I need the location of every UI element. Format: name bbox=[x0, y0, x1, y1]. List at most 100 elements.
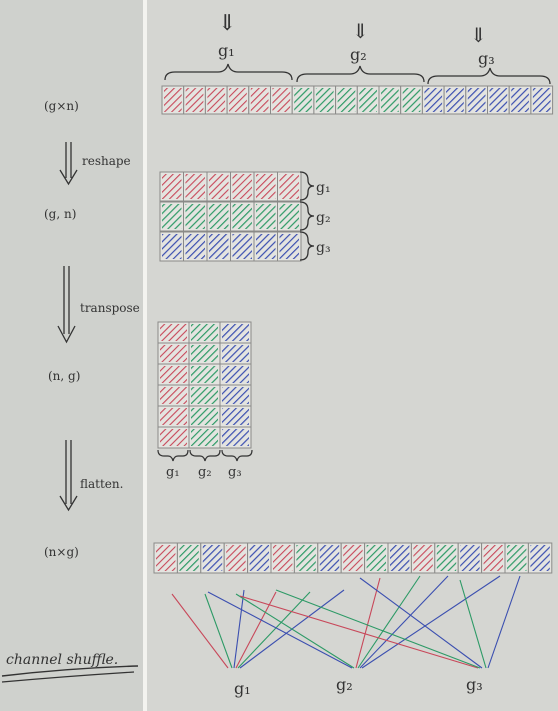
shape-gxn: (g×n) bbox=[44, 99, 79, 113]
arrow-g2: ⇓ bbox=[352, 19, 369, 43]
cell-ng-4-0-hatch bbox=[160, 408, 187, 425]
cell-ng-3-1-hatch bbox=[191, 387, 218, 404]
cell-ng-3-2-hatch bbox=[222, 387, 249, 404]
cell-ng-2-2-hatch bbox=[222, 366, 249, 383]
cell-gn-0-4-hatch bbox=[256, 174, 276, 199]
arrow-flatten bbox=[59, 440, 78, 512]
cell-gxn-8-hatch bbox=[337, 88, 356, 112]
cell-gxn-0-hatch bbox=[164, 88, 182, 112]
cell-gxn-5-hatch bbox=[272, 88, 291, 112]
bottom-label-g2: g₂ bbox=[336, 675, 353, 694]
cell-ng-2-0-hatch bbox=[160, 366, 187, 383]
caption-channel-shuffle: channel shuffle. bbox=[6, 652, 118, 668]
cell-gn-1-1-hatch bbox=[185, 204, 205, 229]
cell-gxn-13-hatch bbox=[446, 88, 464, 112]
shuffled-row bbox=[153, 542, 553, 574]
transpose-label-g2: g₂ bbox=[198, 465, 212, 480]
shape-nxg: (n×g) bbox=[44, 545, 79, 559]
arrow-transpose bbox=[57, 266, 76, 344]
cell-nxg-0-hatch bbox=[156, 545, 176, 571]
cell-gxn-6-hatch bbox=[294, 88, 312, 112]
cell-nxg-8-hatch bbox=[343, 545, 363, 571]
top-group-labels: g₁ g₂ g₃ bbox=[218, 41, 495, 68]
cell-gxn-17-hatch bbox=[532, 88, 551, 112]
reshape-braces bbox=[299, 171, 315, 261]
cell-ng-4-1-hatch bbox=[191, 408, 218, 425]
cell-gxn-4-hatch bbox=[250, 88, 269, 112]
step-transpose: transpose bbox=[80, 301, 140, 315]
cell-ng-1-1-hatch bbox=[191, 345, 218, 362]
bottom-label-g3: g₃ bbox=[466, 675, 483, 694]
arrow-g1: ⇓ bbox=[218, 11, 236, 36]
caption-underline bbox=[1, 665, 139, 677]
cell-gn-0-5-hatch bbox=[279, 174, 299, 199]
cell-gn-0-0-hatch bbox=[162, 174, 182, 199]
cell-nxg-6-hatch bbox=[296, 545, 316, 571]
cell-gxn-14-hatch bbox=[467, 88, 486, 112]
cell-gxn-7-hatch bbox=[315, 88, 334, 112]
cell-gn-2-4-hatch bbox=[256, 234, 276, 259]
cell-gn-0-3-hatch bbox=[232, 174, 252, 199]
transpose-label-g3: g₃ bbox=[228, 465, 242, 480]
cell-nxg-9-hatch bbox=[366, 545, 386, 571]
cell-nxg-15-hatch bbox=[507, 545, 527, 571]
reshape-label-g3: g₃ bbox=[316, 240, 331, 256]
top-braces bbox=[164, 63, 551, 85]
cell-gn-2-2-hatch bbox=[209, 234, 229, 259]
cell-gn-2-1-hatch bbox=[185, 234, 205, 259]
row-gxn-cells bbox=[161, 85, 554, 115]
cell-gxn-12-hatch bbox=[424, 88, 443, 112]
arrow-reshape bbox=[59, 142, 78, 186]
label-g3-top: g₃ bbox=[478, 49, 495, 68]
cell-nxg-3-hatch bbox=[226, 545, 246, 571]
cell-gn-0-2-hatch bbox=[209, 174, 229, 199]
cell-nxg-10-hatch bbox=[390, 545, 410, 571]
reshape-label-g1: g₁ bbox=[316, 180, 331, 196]
cell-nxg-1-hatch bbox=[179, 545, 199, 571]
cell-ng-0-2-hatch bbox=[222, 324, 249, 341]
transpose-label-g1: g₁ bbox=[166, 465, 180, 480]
left-panel bbox=[0, 0, 143, 711]
cell-gxn-3-hatch bbox=[229, 88, 247, 112]
cell-ng-0-1-hatch bbox=[191, 324, 218, 341]
cell-nxg-14-hatch bbox=[483, 545, 503, 571]
cell-gxn-10-hatch bbox=[381, 88, 399, 112]
cell-gn-1-0-hatch bbox=[162, 204, 182, 229]
reshape-label-g2: g₂ bbox=[316, 210, 331, 226]
cell-ng-1-0-hatch bbox=[160, 345, 187, 362]
top-arrows: ⇓ ⇓ ⇓ bbox=[218, 11, 487, 47]
cell-gxn-15-hatch bbox=[489, 88, 508, 112]
step-flatten: flatten. bbox=[80, 477, 123, 491]
brace-g1 bbox=[164, 63, 293, 81]
cell-gn-0-1-hatch bbox=[185, 174, 205, 199]
label-g2-top: g₂ bbox=[350, 45, 367, 64]
cell-gn-1-5-hatch bbox=[279, 204, 299, 229]
cell-ng-3-0-hatch bbox=[160, 387, 187, 404]
cell-gn-2-5-hatch bbox=[279, 234, 299, 259]
bottom-label-g1: g₁ bbox=[234, 679, 251, 698]
cell-gxn-2-hatch bbox=[207, 88, 226, 112]
cell-gxn-1-hatch bbox=[185, 88, 204, 112]
cell-gn-1-3-hatch bbox=[232, 204, 252, 229]
arrow-g3: ⇓ bbox=[470, 23, 487, 47]
cell-gxn-16-hatch bbox=[511, 88, 529, 112]
cell-ng-4-2-hatch bbox=[222, 408, 249, 425]
step-reshape: reshape bbox=[82, 154, 131, 168]
shuffle-lines bbox=[171, 575, 521, 669]
label-g1-top: g₁ bbox=[218, 41, 235, 60]
reshape-grid bbox=[159, 171, 302, 262]
brace-g2 bbox=[296, 65, 425, 83]
cell-nxg-16-hatch bbox=[530, 545, 550, 571]
cell-ng-2-1-hatch bbox=[191, 366, 218, 383]
cell-gxn-11-hatch bbox=[402, 88, 421, 112]
shape-g-n: (g, n) bbox=[44, 207, 76, 221]
cell-nxg-7-hatch bbox=[319, 545, 340, 571]
cell-gxn-9-hatch bbox=[359, 88, 377, 112]
cell-gn-1-4-hatch bbox=[256, 204, 276, 229]
cell-nxg-11-hatch bbox=[413, 545, 433, 571]
transpose-braces bbox=[157, 449, 253, 462]
brace-g3 bbox=[427, 67, 551, 85]
shape-n-g: (n, g) bbox=[48, 369, 80, 383]
cell-nxg-5-hatch bbox=[273, 545, 293, 571]
